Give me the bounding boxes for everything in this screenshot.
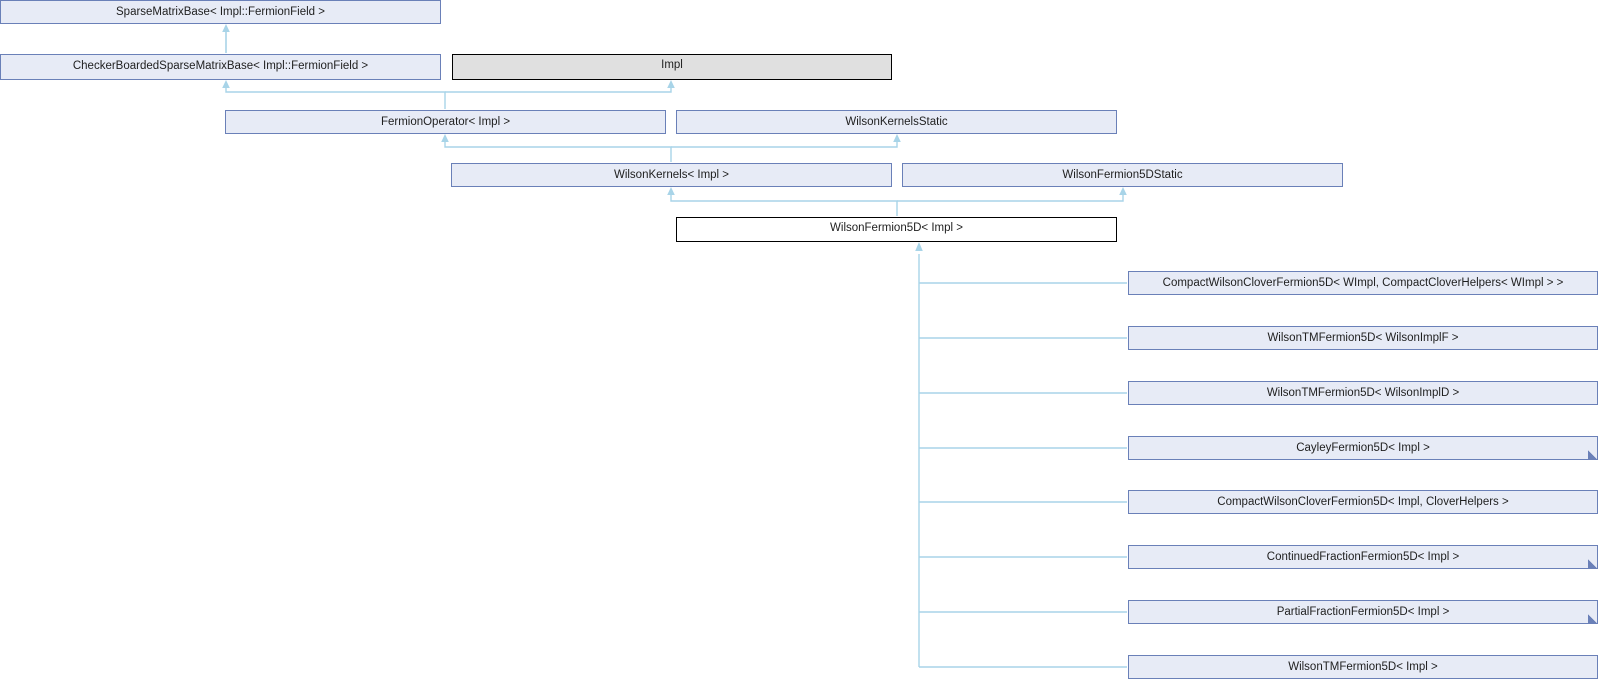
node-corner-fold-icon bbox=[1588, 559, 1597, 568]
class-node-wilson-kernels[interactable]: WilsonKernels< Impl > bbox=[451, 163, 892, 187]
class-node-label: SparseMatrixBase< Impl::FermionField > bbox=[116, 6, 325, 18]
class-node-label: WilsonFermion5DStatic bbox=[1062, 169, 1183, 181]
class-node-wilson-fermion-5d[interactable]: WilsonFermion5D< Impl > bbox=[676, 217, 1117, 242]
class-node-label: WilsonTMFermion5D< Impl > bbox=[1288, 661, 1438, 673]
class-node-label: ContinuedFractionFermion5D< Impl > bbox=[1266, 551, 1460, 563]
edge-wilsonkernels-to-parents bbox=[441, 134, 901, 162]
edge-wilsonfermion5d-to-parents bbox=[667, 187, 1127, 216]
node-corner-fold-icon bbox=[1588, 450, 1597, 459]
class-node-wilson-fermion-5d-static[interactable]: WilsonFermion5DStatic bbox=[902, 163, 1343, 187]
class-node-label: CompactWilsonCloverFermion5D< WImpl, Com… bbox=[1162, 277, 1564, 289]
class-node-compact-wilson-clover-5d-wimpl[interactable]: CompactWilsonCloverFermion5D< WImpl, Com… bbox=[1128, 271, 1598, 295]
class-node-label: Impl bbox=[661, 59, 683, 71]
class-node-label: FermionOperator< Impl > bbox=[380, 116, 511, 128]
class-node-fermion-operator[interactable]: FermionOperator< Impl > bbox=[225, 110, 666, 134]
class-node-compact-wilson-clover-5d-impl[interactable]: CompactWilsonCloverFermion5D< Impl, Clov… bbox=[1128, 490, 1598, 514]
class-node-label: CayleyFermion5D< Impl > bbox=[1296, 442, 1430, 454]
class-node-label: WilsonKernelsStatic bbox=[845, 116, 948, 128]
class-node-impl[interactable]: Impl bbox=[452, 54, 892, 80]
class-node-checkerboarded-sparse-matrix[interactable]: CheckerBoardedSparseMatrixBase< Impl::Fe… bbox=[0, 54, 441, 80]
node-corner-fold-icon bbox=[1588, 614, 1597, 623]
edge-checkerboarded-to-sparsematrixbase bbox=[222, 24, 230, 53]
edge-derived-trunk bbox=[915, 242, 1127, 668]
class-node-label: WilsonTMFermion5D< WilsonImplF > bbox=[1267, 332, 1459, 344]
class-node-label: WilsonKernels< Impl > bbox=[613, 169, 730, 181]
class-node-wilson-tm-fermion-5d-implf[interactable]: WilsonTMFermion5D< WilsonImplF > bbox=[1128, 326, 1598, 350]
class-node-label: WilsonFermion5D< Impl > bbox=[830, 222, 963, 234]
class-node-continued-fraction-fermion-5d[interactable]: ContinuedFractionFermion5D< Impl > bbox=[1128, 545, 1598, 569]
class-node-partial-fraction-fermion-5d[interactable]: PartialFractionFermion5D< Impl > bbox=[1128, 600, 1598, 624]
class-node-label: CheckerBoardedSparseMatrixBase< Impl::Fe… bbox=[72, 60, 369, 72]
class-node-label: WilsonTMFermion5D< WilsonImplD > bbox=[1266, 387, 1460, 399]
class-node-label: CompactWilsonCloverFermion5D< Impl, Clov… bbox=[1217, 496, 1509, 508]
class-node-label: PartialFractionFermion5D< Impl > bbox=[1276, 606, 1450, 618]
class-node-cayley-fermion-5d[interactable]: CayleyFermion5D< Impl > bbox=[1128, 436, 1598, 460]
edge-fermionoperator-to-parents bbox=[222, 80, 675, 109]
class-node-sparse-matrix-base[interactable]: SparseMatrixBase< Impl::FermionField > bbox=[0, 0, 441, 24]
class-node-wilson-tm-fermion-5d-impl[interactable]: WilsonTMFermion5D< Impl > bbox=[1128, 655, 1598, 679]
class-node-wilson-tm-fermion-5d-impld[interactable]: WilsonTMFermion5D< WilsonImplD > bbox=[1128, 381, 1598, 405]
class-node-wilson-kernels-static[interactable]: WilsonKernelsStatic bbox=[676, 110, 1117, 134]
